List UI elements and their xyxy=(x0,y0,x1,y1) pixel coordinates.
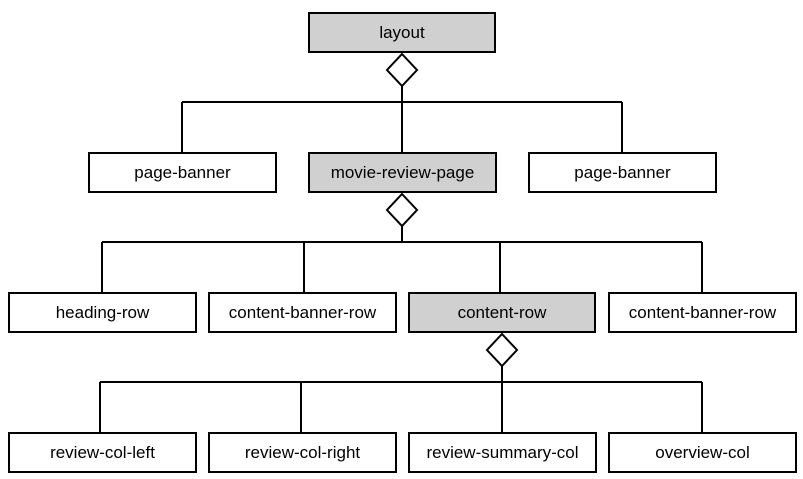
aggregation-diamond-page xyxy=(385,192,419,228)
node-overview-col: overview-col xyxy=(608,432,797,473)
node-content-banner-row-1: content-banner-row xyxy=(208,292,397,333)
node-layout: layout xyxy=(308,12,496,53)
node-page-banner-right: page-banner xyxy=(528,152,717,193)
node-page-banner-left: page-banner xyxy=(88,152,277,193)
node-content-banner-row-2: content-banner-row xyxy=(608,292,797,333)
aggregation-diamond-row xyxy=(485,332,519,368)
node-movie-review-page: movie-review-page xyxy=(308,152,497,193)
node-content-row: content-row xyxy=(408,292,596,333)
node-review-col-left: review-col-left xyxy=(8,432,197,473)
node-review-summary-col: review-summary-col xyxy=(408,432,597,473)
node-review-col-right: review-col-right xyxy=(208,432,397,473)
aggregation-diamond-root xyxy=(385,52,419,88)
node-heading-row: heading-row xyxy=(8,292,197,333)
